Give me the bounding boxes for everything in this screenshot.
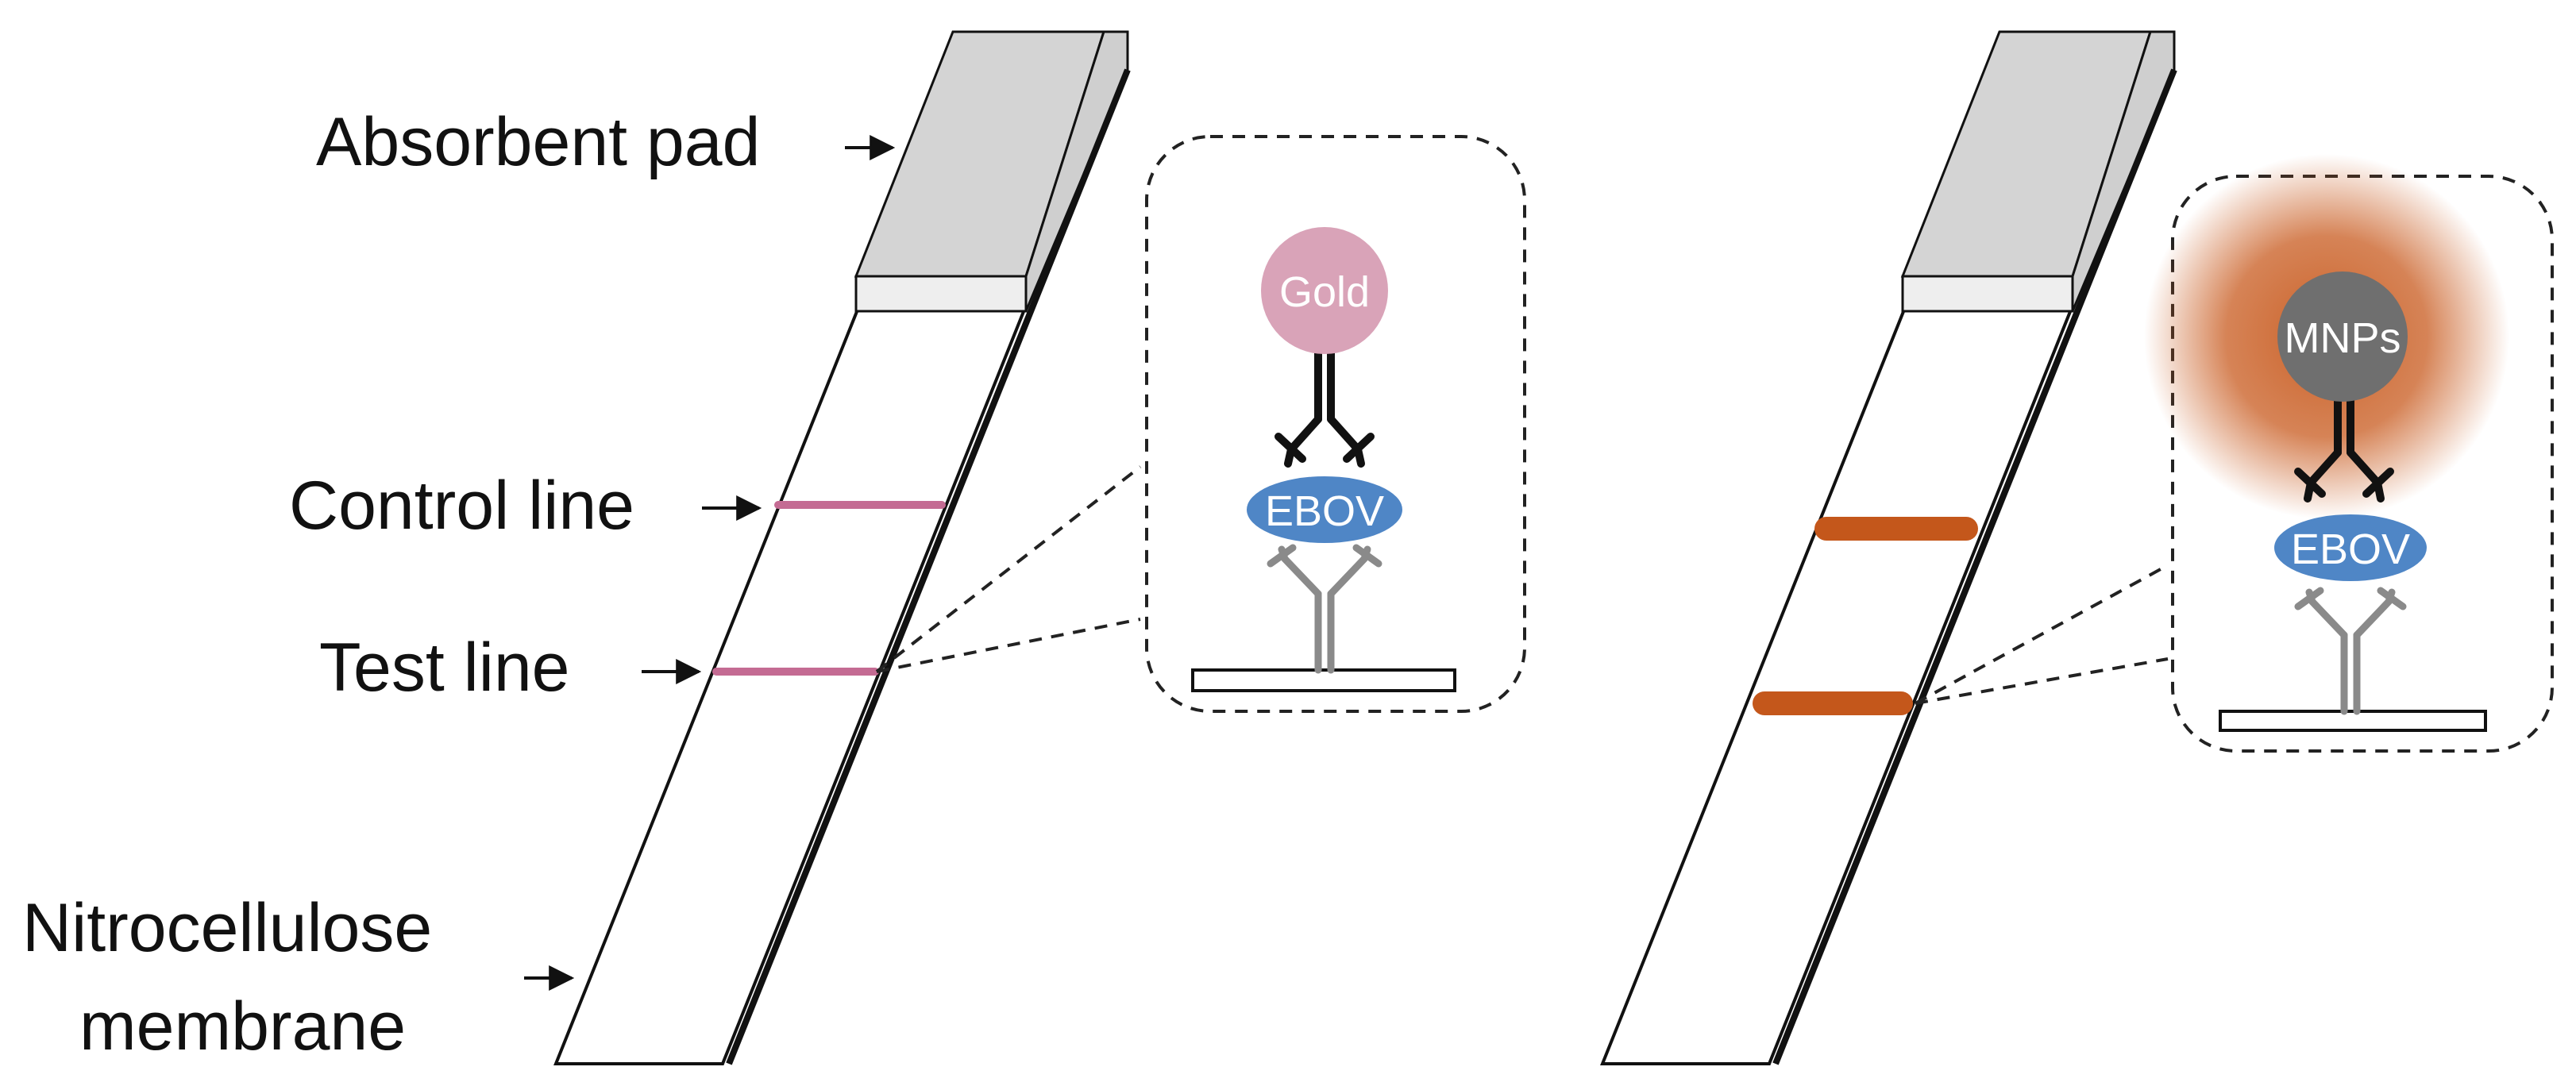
- test-line-label: Test line: [319, 630, 570, 706]
- absorbent-pad-label: Absorbent pad: [316, 104, 760, 180]
- left-detection-antibody-icon: [1275, 345, 1375, 468]
- nitrocellulose-membrane-left: [553, 308, 1027, 1065]
- right-inset-substrate: [2219, 710, 2487, 732]
- left-capture-antibody-icon: [1267, 544, 1382, 674]
- left-antigen-ebov: [1247, 476, 1402, 543]
- nitrocellulose-membrane-right: [1600, 308, 2073, 1065]
- control-line-label: Control line: [289, 468, 634, 544]
- left-test-strip: [553, 30, 1131, 1065]
- zoom-lines-right: [1915, 564, 2169, 705]
- gold-nanoparticle: [1261, 227, 1388, 354]
- left-inset: EBOV Gold: [1145, 135, 1526, 713]
- zoom-lines-left: [875, 465, 1142, 673]
- right-inset: EBOV MNPs: [2144, 154, 2554, 753]
- mnp-particle-label: MNPs: [2285, 314, 2401, 362]
- left-antigen-label: EBOV: [1265, 487, 1384, 535]
- labels-left: Absorbent pad Control line Test line Nit…: [22, 104, 896, 1065]
- right-detection-antibody-icon: [2294, 393, 2394, 503]
- nitrocellulose-label-line1: Nitrocellulose: [22, 890, 432, 966]
- nitrocellulose-label-line2: membrane: [79, 988, 406, 1065]
- right-capture-antibody-icon: [2294, 587, 2407, 715]
- left-inset-substrate: [1191, 668, 1456, 692]
- magnetic-nanoparticle: [2277, 272, 2408, 402]
- right-test-strip: [1600, 30, 2177, 1065]
- absorbent-pad-front-right: [1901, 275, 2074, 313]
- absorbent-pad-front-left: [854, 275, 1028, 313]
- right-antigen-ebov: [2274, 514, 2427, 581]
- right-antigen-label: EBOV: [2291, 526, 2410, 573]
- gold-particle-label: Gold: [1279, 268, 1370, 316]
